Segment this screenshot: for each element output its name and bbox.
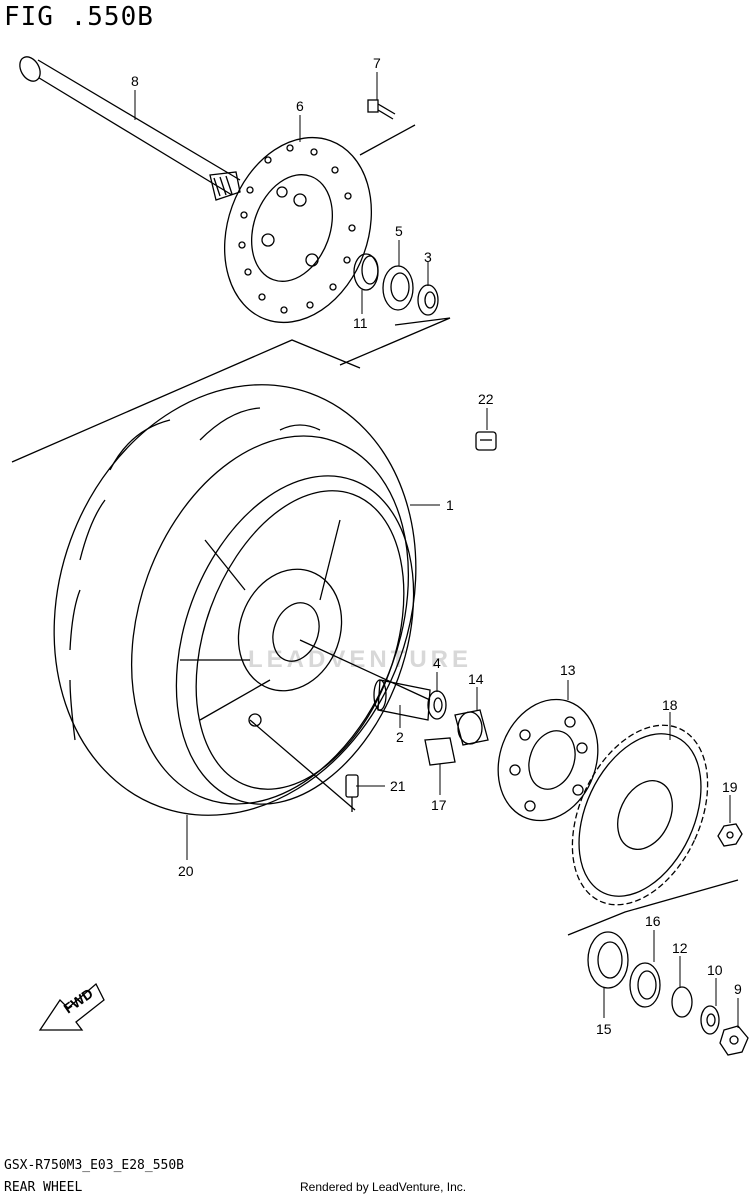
- spacer-11[interactable]: [353, 253, 379, 291]
- rear-wheel-rim[interactable]: [133, 443, 456, 838]
- callout-16[interactable]: 16: [645, 913, 661, 929]
- callout-4[interactable]: 4: [433, 655, 441, 671]
- callout-3[interactable]: 3: [424, 249, 432, 265]
- callout-9[interactable]: 9: [734, 981, 742, 997]
- callout-22[interactable]: 22: [478, 391, 494, 407]
- section-name: REAR WHEEL: [4, 1180, 83, 1195]
- callout-13[interactable]: 13: [560, 662, 576, 678]
- callout-1[interactable]: 1: [446, 497, 454, 513]
- rear-sprocket[interactable]: [545, 704, 734, 927]
- callout-18[interactable]: 18: [662, 697, 678, 713]
- callout-10[interactable]: 10: [707, 962, 723, 978]
- rear-axle[interactable]: [16, 53, 241, 201]
- wheel-damper[interactable]: [424, 737, 456, 766]
- hub-spacer[interactable]: [373, 679, 431, 721]
- callout-7[interactable]: 7: [373, 55, 381, 71]
- figure-title: FIG .550B: [4, 2, 154, 32]
- callout-21[interactable]: 21: [390, 778, 406, 794]
- oil-seal-5[interactable]: [382, 265, 414, 311]
- callout-6[interactable]: 6: [296, 98, 304, 114]
- oil-seal-16[interactable]: [629, 962, 661, 1008]
- callout-15[interactable]: 15: [596, 1021, 612, 1037]
- sprocket-nut[interactable]: [717, 823, 743, 847]
- callout-14[interactable]: 14: [468, 671, 484, 687]
- balance-weight[interactable]: [475, 431, 497, 451]
- callout-17[interactable]: 17: [431, 797, 447, 813]
- washer-10[interactable]: [700, 1005, 720, 1035]
- rear-tire[interactable]: [0, 333, 475, 866]
- bearing-4[interactable]: [427, 690, 447, 720]
- callout-5[interactable]: 5: [395, 223, 403, 239]
- model-code: GSX-R750M3_E03_E28_550B: [4, 1158, 185, 1173]
- callout-20[interactable]: 20: [178, 863, 194, 879]
- bearing-3[interactable]: [417, 284, 439, 316]
- callout-12[interactable]: 12: [672, 940, 688, 956]
- callout-19[interactable]: 19: [722, 779, 738, 795]
- axle-nut-9[interactable]: [719, 1025, 749, 1056]
- leader-lines: [134, 72, 739, 1028]
- sprocket-drum[interactable]: [482, 685, 615, 834]
- disc-bolt[interactable]: [367, 99, 396, 120]
- rendered-by-credit: Rendered by LeadVenture, Inc.: [300, 1180, 467, 1194]
- callout-11[interactable]: 11: [353, 315, 368, 331]
- callout-2[interactable]: 2: [396, 729, 404, 745]
- sprocket-bushing[interactable]: [454, 709, 489, 746]
- spacer-12[interactable]: [671, 986, 693, 1018]
- tire-valve[interactable]: [345, 774, 359, 812]
- bearing-15[interactable]: [587, 931, 629, 989]
- fwd-arrow-icon: FWD: [38, 982, 105, 1031]
- callout-numbers: 1 2 3 4 5 6 7 8 9 10 11 12 13 14 15 16 1…: [131, 55, 742, 1037]
- callout-8[interactable]: 8: [131, 73, 139, 89]
- brake-disc[interactable]: [200, 117, 397, 343]
